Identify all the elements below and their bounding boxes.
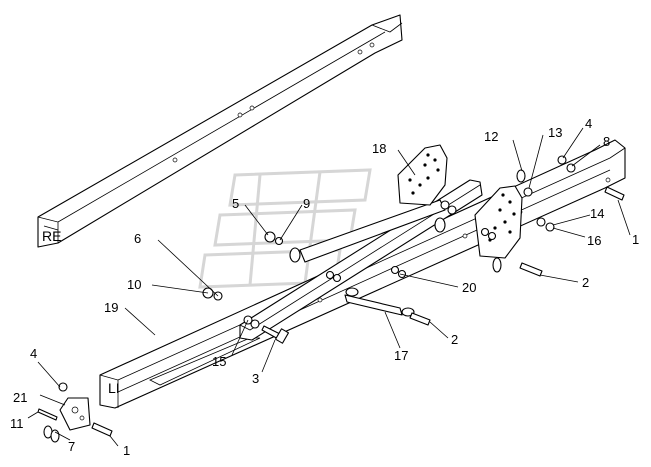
callout-13: 13 bbox=[548, 125, 562, 140]
left-frame-rail: LI bbox=[99, 139, 626, 409]
callout-6: 6 bbox=[134, 231, 141, 246]
callout-9: 9 bbox=[303, 196, 310, 211]
callout-7: 7 bbox=[68, 439, 75, 454]
rod-17 bbox=[344, 287, 415, 317]
callout-3: 3 bbox=[252, 371, 259, 386]
callout-4-lower: 4 bbox=[30, 346, 37, 361]
callout-21: 21 bbox=[13, 390, 27, 405]
bracket-21 bbox=[59, 397, 91, 431]
frame-label-left: LI bbox=[108, 380, 120, 396]
callout-19: 19 bbox=[104, 300, 118, 315]
callout-15: 15 bbox=[212, 354, 226, 369]
callout-4-upper: 4 bbox=[585, 116, 592, 131]
leader-lines bbox=[27, 127, 631, 447]
right-frame-rail: RE bbox=[37, 14, 403, 248]
callout-18: 18 bbox=[372, 141, 386, 156]
callout-16: 16 bbox=[587, 233, 601, 248]
callout-5: 5 bbox=[232, 196, 239, 211]
callout-12: 12 bbox=[484, 129, 498, 144]
callout-1-upper: 1 bbox=[632, 232, 639, 247]
callout-8: 8 bbox=[603, 134, 610, 149]
hardware bbox=[37, 155, 625, 443]
callout-10: 10 bbox=[127, 277, 141, 292]
callout-14: 14 bbox=[590, 206, 604, 221]
callout-numbers: 1 1 2 2 3 4 4 5 6 7 8 9 10 11 12 13 14 1… bbox=[10, 116, 639, 458]
frame-label-right: RE bbox=[42, 228, 61, 244]
callout-20: 20 bbox=[462, 280, 476, 295]
callout-2-lower: 2 bbox=[451, 332, 458, 347]
perforated-bracket-main bbox=[474, 185, 523, 259]
callout-11: 11 bbox=[10, 416, 24, 431]
callout-2-upper: 2 bbox=[582, 275, 589, 290]
callout-1-lower: 1 bbox=[123, 443, 130, 458]
callout-17: 17 bbox=[394, 348, 408, 363]
perforated-bracket-18 bbox=[397, 144, 448, 206]
